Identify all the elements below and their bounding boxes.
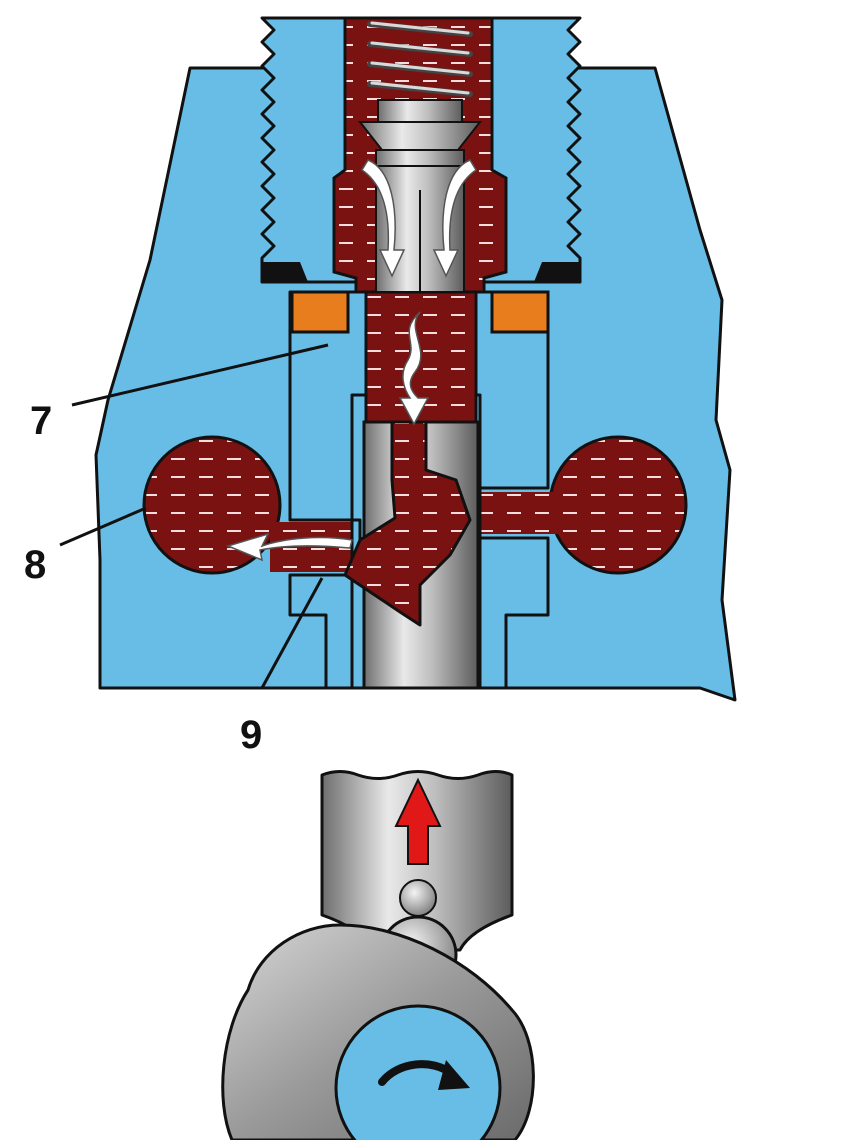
callout-8: 8 [24, 543, 46, 587]
red-up-arrow-icon [394, 777, 442, 865]
callout-labels: 7 8 9 [24, 399, 262, 757]
leader-lines [59, 343, 329, 689]
callout-7: 7 [30, 399, 52, 443]
rotation-arrow-icon [378, 1060, 470, 1090]
delivery-valve [357, 99, 483, 293]
seal-washers [290, 290, 550, 334]
pump-barrel [288, 290, 550, 690]
delivery-valve-spring [367, 21, 473, 97]
camshaft [334, 1004, 502, 1140]
white-flow-arrow-icon [225, 159, 478, 562]
callout-9: 9 [240, 713, 262, 757]
plunger [343, 420, 480, 690]
